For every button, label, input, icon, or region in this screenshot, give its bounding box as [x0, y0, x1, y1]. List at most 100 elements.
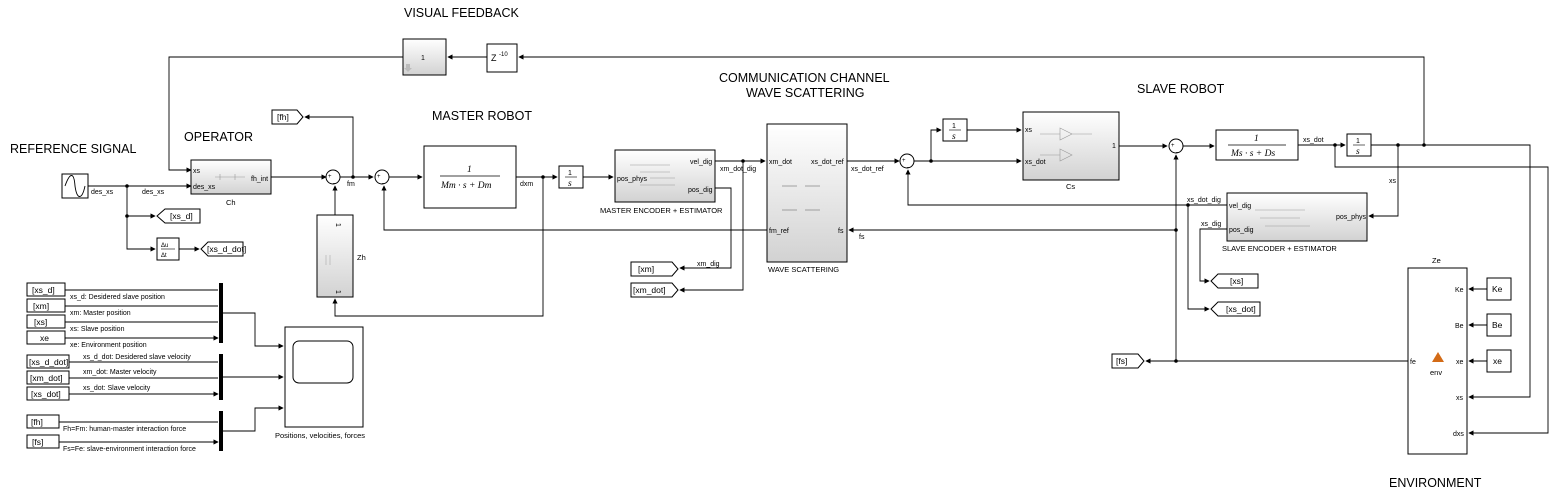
sum-slave-ref[interactable]: + -	[899, 153, 915, 171]
svg-text:1: 1	[1356, 138, 1360, 145]
svg-text:1: 1	[568, 170, 572, 177]
svg-text:-: -	[333, 181, 335, 187]
slave-dynamics-block[interactable]: 1 Ms · s + Ds	[1215, 129, 1299, 161]
svg-text:Fh=Fm: human-master interactio: Fh=Fm: human-master interaction force	[63, 426, 186, 433]
svg-text:fs: fs	[859, 234, 865, 241]
goto-fs-tag[interactable]: [fs]	[1111, 353, 1145, 369]
constant-xe[interactable]: xe	[1486, 349, 1512, 373]
heading-visual-feedback: VISUAL FEEDBACK	[404, 6, 520, 20]
environment-ze-block[interactable]: Ze Ke Be xe xs dxs fe env	[1407, 256, 1468, 455]
svg-text:Fs=Fe: slave-environment inter: Fs=Fe: slave-environment interaction for…	[63, 446, 196, 453]
visual-gain-block[interactable]: 1	[402, 38, 447, 76]
constant-ke[interactable]: Ke	[1486, 277, 1512, 301]
from-xs-d[interactable]: [xs_d]	[26, 282, 66, 297]
operator-ch-block[interactable]: xs des_xs fh_int Ch	[190, 159, 272, 207]
svg-text:1: 1	[1254, 134, 1259, 144]
svg-text:+: +	[902, 158, 906, 164]
svg-text:pos_dig: pos_dig	[688, 187, 713, 194]
svg-text:[xm_dot]: [xm_dot]	[633, 285, 666, 295]
svg-text:[fh]: [fh]	[277, 112, 289, 122]
svg-text:Z: Z	[491, 53, 497, 63]
wave-scattering-block[interactable]: xm_dot fm_ref xs_dot_ref fs WAVE SCATTER…	[766, 123, 848, 274]
mux-forces[interactable]	[219, 411, 223, 451]
sine-wave-source[interactable]	[61, 173, 89, 199]
derivative-block[interactable]: Δu Δt	[156, 237, 180, 261]
master-integrator[interactable]: 1 s	[558, 165, 584, 189]
svg-text:s: s	[1356, 147, 1360, 157]
matlab-icon	[1432, 352, 1444, 362]
svg-text:xs: Slave position: xs: Slave position	[70, 326, 125, 333]
master-encoder-block[interactable]: pos_phys vel_dig pos_dig MASTER ENCODER …	[600, 149, 723, 215]
svg-text:-: -	[907, 165, 909, 171]
goto-xm-tag[interactable]: [xm]	[630, 261, 679, 277]
sum-slave[interactable]: + -	[1168, 138, 1184, 156]
svg-text:vel_dig: vel_dig	[1229, 203, 1251, 210]
mux-velocities[interactable]	[219, 354, 223, 400]
goto-xs-tag[interactable]: [xs]	[1210, 273, 1259, 289]
svg-text:[xm]: [xm]	[33, 301, 49, 311]
from-xe[interactable]: xe	[26, 330, 66, 345]
goto-xs-d-tag[interactable]: [xs_d]	[156, 208, 201, 224]
heading-environment: ENVIRONMENT	[1389, 476, 1482, 490]
svg-text:xs: xs	[1456, 395, 1464, 402]
svg-text:MASTER ENCODER + ESTIMATOR: MASTER ENCODER + ESTIMATOR	[600, 206, 723, 215]
zh-block[interactable]: 1 1 Zh	[316, 214, 366, 298]
slave-ref-integrator[interactable]: 1 s	[942, 118, 968, 142]
svg-text:vel_dig: vel_dig	[690, 159, 712, 166]
svg-text:xs: xs	[1025, 127, 1033, 134]
from-xs-dot[interactable]: [xs_dot]	[26, 386, 70, 401]
svg-text:Δt: Δt	[161, 253, 167, 259]
mux-positions[interactable]	[219, 283, 223, 343]
svg-text:[xs_dot]: [xs_dot]	[31, 389, 61, 399]
svg-text:1: 1	[1112, 143, 1116, 150]
goto-xm-dot-tag[interactable]: [xm_dot]	[630, 282, 679, 298]
svg-text:pos_dig: pos_dig	[1229, 227, 1254, 234]
svg-text:Ch: Ch	[226, 198, 236, 207]
delay-block[interactable]: Z -10	[486, 43, 518, 73]
svg-text:fh_int: fh_int	[251, 176, 268, 183]
svg-text:[xs_d_dot]: [xs_d_dot]	[29, 357, 68, 367]
svg-text:xs_d: Desidered slave position: xs_d: Desidered slave position	[70, 294, 165, 301]
svg-text:-10: -10	[499, 52, 508, 58]
slave-integrator[interactable]: 1 s	[1346, 133, 1372, 157]
from-fh[interactable]: [fh]	[26, 414, 60, 429]
svg-text:Ze: Ze	[1432, 256, 1441, 265]
svg-text:xm_dot: xm_dot	[769, 159, 792, 166]
svg-text:xm_dot_dig: xm_dot_dig	[720, 166, 756, 173]
svg-text:dxs: dxs	[1453, 431, 1464, 438]
svg-text:-: -	[382, 181, 384, 187]
svg-text:1: 1	[334, 290, 341, 294]
svg-text:Ke: Ke	[1455, 287, 1464, 294]
goto-xs-dot-tag[interactable]: [xs_dot]	[1210, 301, 1261, 317]
svg-text:+: +	[328, 174, 332, 180]
down-arrow-icon	[404, 64, 412, 72]
master-dynamics-block[interactable]: 1 Mm · s + Dm	[423, 145, 517, 209]
slave-controller-cs-block[interactable]: xs xs_dot 1 Cs	[1022, 111, 1120, 191]
scope-block[interactable]: Positions, velocities, forces	[275, 326, 365, 440]
from-xs-d-dot[interactable]: [xs_d_dot]	[26, 354, 70, 369]
sum-fm[interactable]: + -	[325, 169, 341, 187]
svg-text:[xs_dot]: [xs_dot]	[1226, 304, 1256, 314]
from-xm[interactable]: [xm]	[26, 298, 66, 313]
goto-xs-d-dot-tag[interactable]: [xs_d_dot]	[200, 241, 246, 257]
sum-master[interactable]: + -	[374, 169, 390, 187]
svg-text:[fh]: [fh]	[31, 417, 43, 427]
svg-text:pos_phys: pos_phys	[617, 176, 647, 183]
slave-encoder-block[interactable]: vel_dig pos_dig pos_phys SLAVE ENCODER +…	[1222, 192, 1368, 253]
from-xm-dot[interactable]: [xm_dot]	[26, 370, 70, 385]
svg-text:des_xs: des_xs	[193, 184, 216, 191]
svg-text:-: -	[1176, 150, 1178, 156]
from-xs[interactable]: [xs]	[26, 314, 66, 329]
heading-reference-signal: REFERENCE SIGNAL	[10, 142, 136, 156]
svg-text:1: 1	[334, 223, 341, 227]
svg-text:[fs]: [fs]	[1116, 356, 1127, 366]
heading-comm-channel: COMMUNICATION CHANNEL	[719, 71, 890, 85]
goto-fh-tag[interactable]: [fh]	[271, 109, 304, 125]
svg-text:xs_dot_dig: xs_dot_dig	[1187, 197, 1221, 204]
constant-be[interactable]: Be	[1486, 313, 1512, 337]
sine-wave-icon	[64, 175, 86, 197]
svg-text:xs_dot_ref: xs_dot_ref	[811, 159, 844, 166]
wire-visual-feedback	[518, 54, 1425, 145]
from-fs[interactable]: [fs]	[26, 434, 60, 449]
svg-text:xe: xe	[40, 333, 49, 343]
